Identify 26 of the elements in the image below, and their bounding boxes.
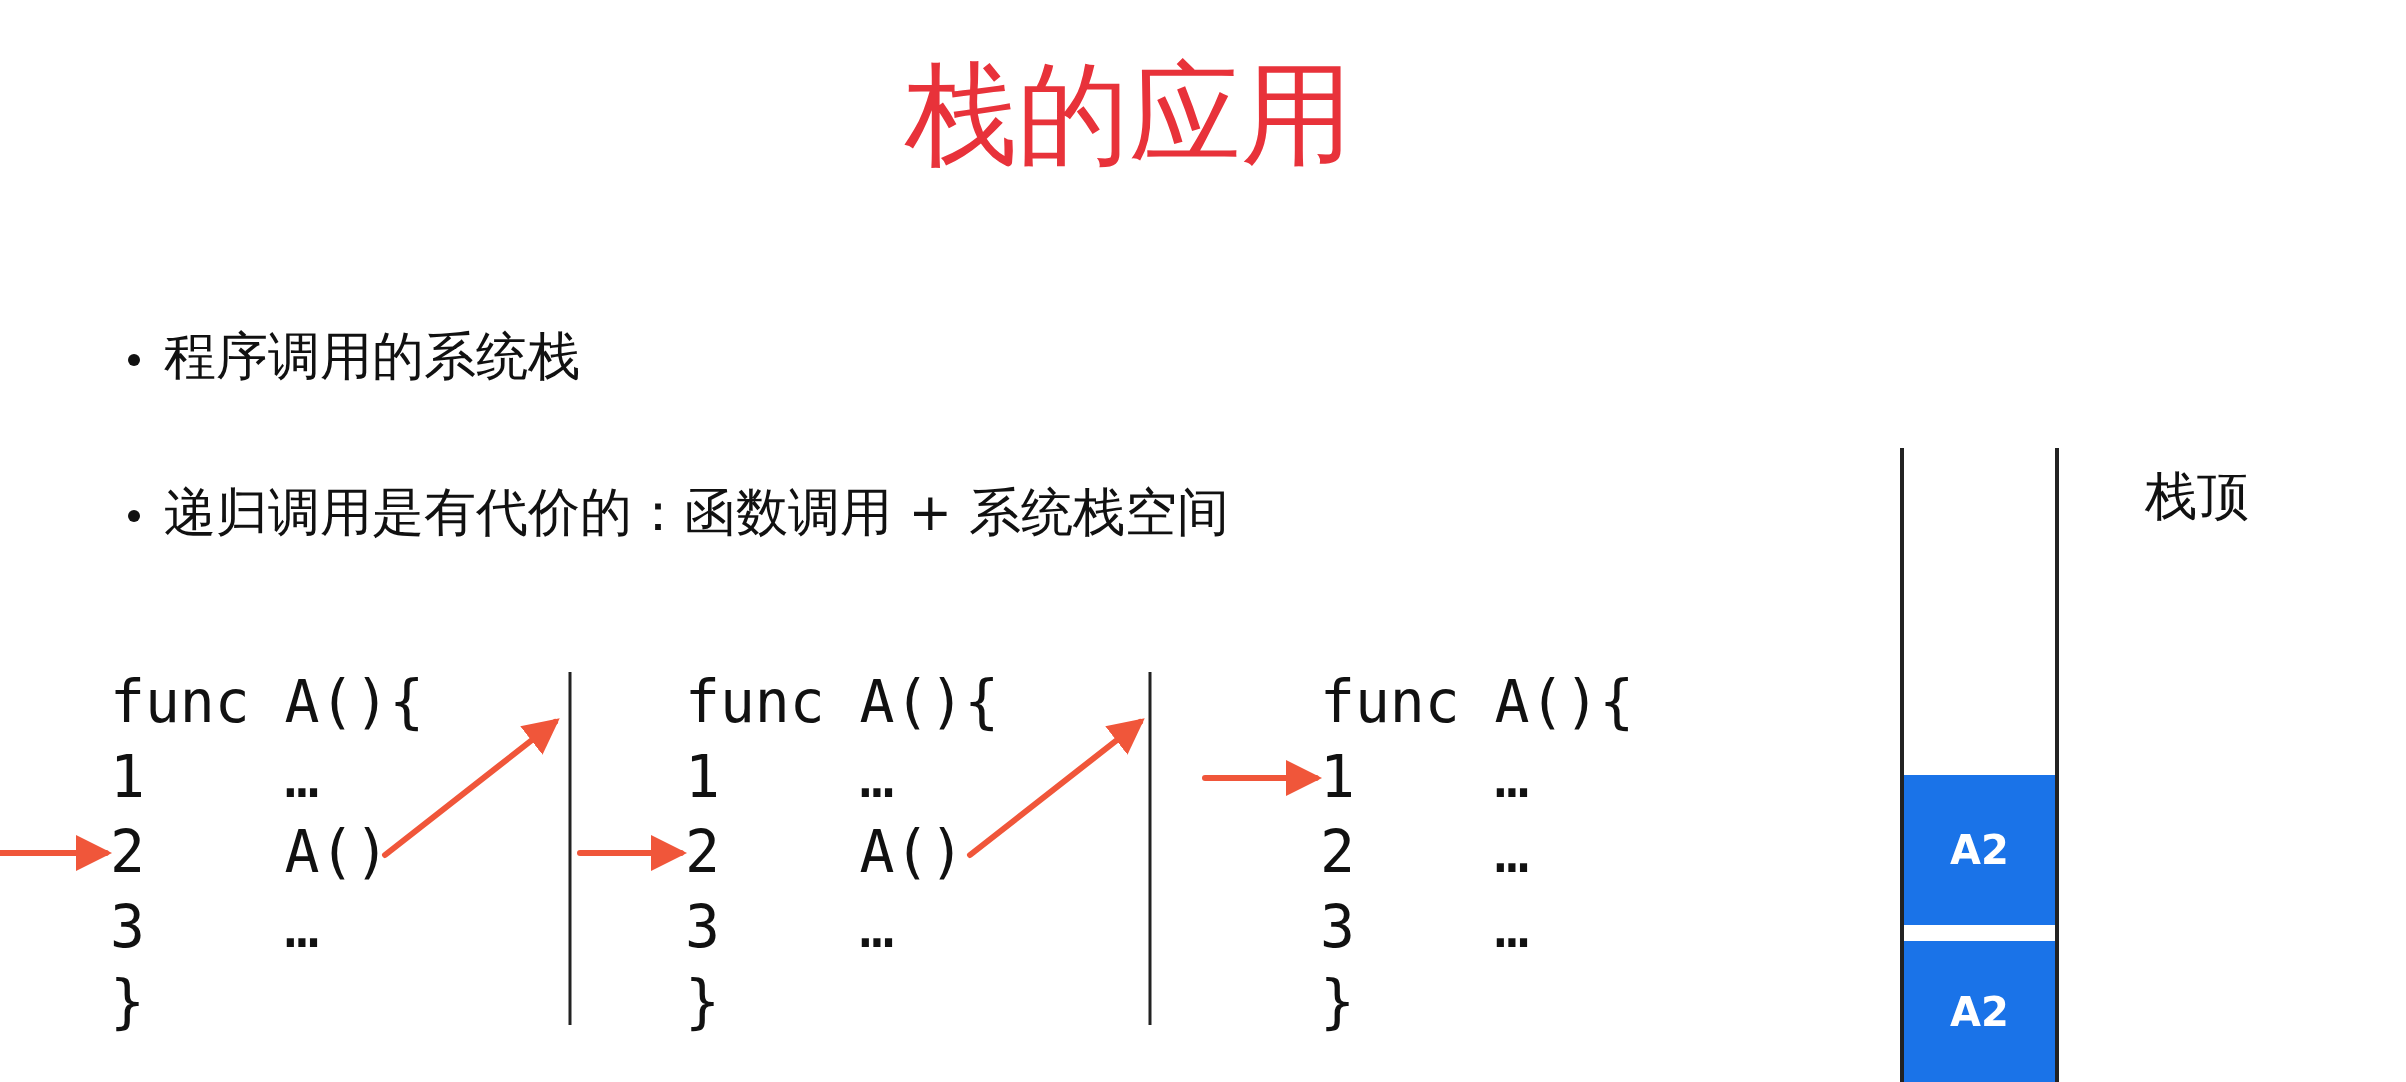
code-line: func A(){ [685,667,1000,738]
bullet-text: 递归调用是有代价的：函数调用 + 系统栈空间 [164,481,1229,544]
code-line: 3 … [110,892,321,963]
arrow [1202,760,1322,796]
slide-title: 栈的应用 [905,48,1353,181]
arrow [0,835,112,871]
code-line: 1 … [1320,742,1531,813]
stack-frame: A2 [1904,775,2055,925]
code-line: } [110,967,146,1038]
code-line: func A(){ [1320,667,1635,738]
arrow [382,718,560,858]
arrow [577,835,687,871]
code-line: 1 … [110,742,321,813]
code-line: 2 … [1320,817,1531,888]
code-line: } [1320,967,1356,1038]
stack-top-label: 栈顶 [2145,465,2249,528]
code-line: 3 … [1320,892,1531,963]
bullet-text: 程序调用的系统栈 [164,325,580,388]
stack-frame: A2 [1904,941,2055,1082]
code-line: } [685,967,721,1038]
code-line: 2 A() [110,817,391,888]
arrow [967,718,1145,858]
code-line: 1 … [685,742,896,813]
code-line: 3 … [685,892,896,963]
code-line: func A(){ [110,667,425,738]
code-line: 2 A() [685,817,966,888]
